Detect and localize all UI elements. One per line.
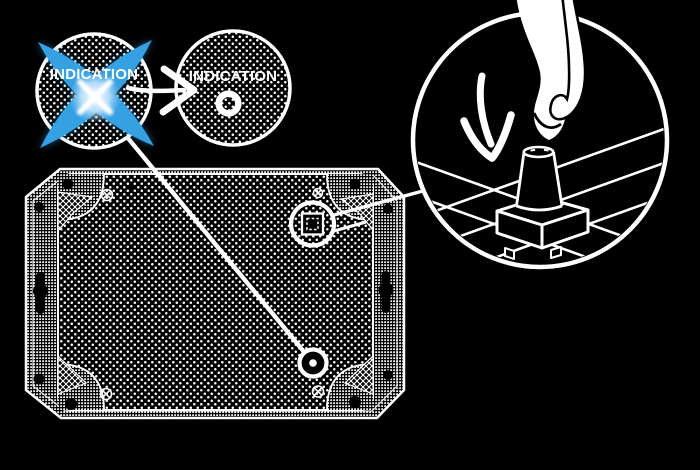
led-indicator (297, 347, 329, 379)
magnifier-view (410, 0, 670, 270)
device-bottom-view (24, 167, 406, 420)
screw-icon (100, 188, 114, 202)
led-ring-icon (215, 90, 242, 117)
recessed-button-cylinder (515, 145, 564, 212)
crosshatch-patches (57, 191, 374, 395)
finger-illustration (516, 0, 587, 140)
magnifier-background (413, 13, 667, 267)
press-arrow-icon (460, 72, 515, 162)
screw-icon (99, 387, 113, 401)
button-square (300, 212, 325, 236)
led-dot (309, 359, 317, 367)
led-leader-line (116, 124, 307, 355)
screw-icons (99, 187, 325, 401)
indication-ok-callout: INDICATION (174, 29, 292, 147)
device-flange-inset-line (32, 175, 398, 412)
button-square-inner-marks (306, 217, 319, 231)
reset-button-callout (288, 200, 337, 248)
keyhole-slot-right (378, 271, 394, 313)
cross-center-glow (69, 71, 121, 123)
transition-arrow-icon (125, 65, 198, 116)
wrong-state-label: INDICATION (50, 66, 138, 83)
screw-icon (312, 187, 324, 199)
button-callout-ring (288, 200, 337, 248)
magnifier-callout-lines (333, 186, 435, 233)
ok-circle (174, 29, 292, 147)
ok-state-label: INDICATION (189, 68, 277, 85)
screw-holes (33, 178, 393, 410)
screw-icon (311, 385, 325, 398)
indication-wrong-callout: INDICATION (35, 32, 154, 150)
keyhole-slot-left (33, 272, 48, 314)
